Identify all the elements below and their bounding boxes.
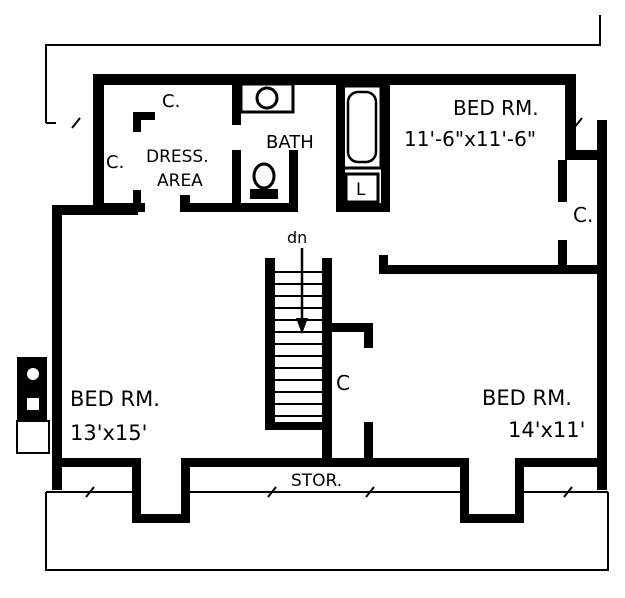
roof-outline bbox=[45, 15, 609, 571]
storage-label: STOR. bbox=[291, 471, 342, 491]
bed-rm-e-size: 14'x11' bbox=[508, 418, 585, 442]
stair bbox=[275, 248, 322, 417]
fixtures bbox=[16, 82, 383, 454]
bed-rm-ne-size: 11'-6"x11'-6" bbox=[404, 127, 536, 151]
room-labels: C. C. DRESS. AREA BATH BED RM. 11'-6"x11… bbox=[70, 91, 593, 491]
closet-left-label: C. bbox=[106, 152, 124, 173]
bed-rm-ne-label: BED RM. bbox=[453, 96, 539, 120]
bed-rm-w-label: BED RM. bbox=[70, 387, 160, 411]
dress-area-label-2: AREA bbox=[157, 171, 203, 191]
bath-label: BATH bbox=[266, 132, 314, 153]
bed-rm-w-size: 13'x15' bbox=[70, 421, 147, 445]
bed-rm-e-label: BED RM. bbox=[482, 386, 572, 410]
linen-label: L bbox=[356, 180, 366, 200]
closet-top-label: C. bbox=[162, 91, 180, 112]
closet-right-label: C. bbox=[573, 203, 593, 227]
stair-down-label: dn bbox=[287, 228, 307, 247]
interior-walls bbox=[93, 85, 605, 466]
dress-area-label-1: DRESS. bbox=[146, 147, 209, 167]
closet-center-label: C bbox=[336, 371, 350, 395]
eave-ticks bbox=[71, 117, 583, 498]
